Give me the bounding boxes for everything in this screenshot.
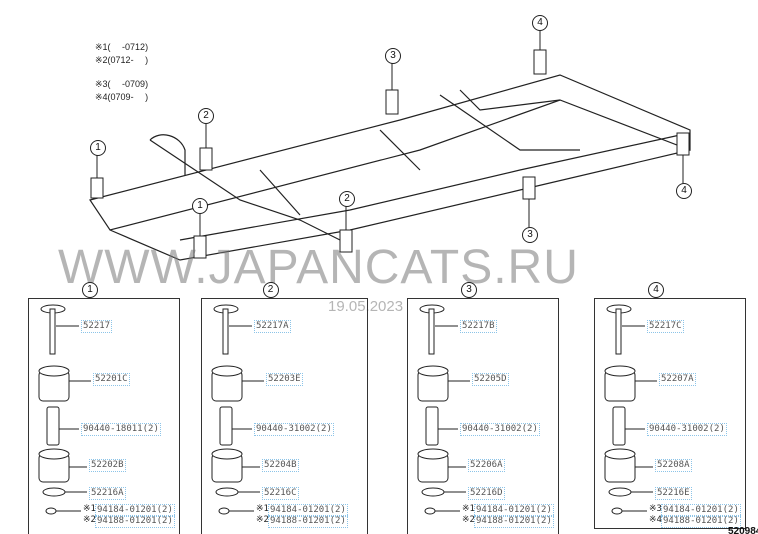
part-number-link[interactable]: 52216D: [468, 487, 505, 500]
figure-code: 520984C: [728, 526, 758, 534]
part-number-link[interactable]: 90440-18011(2): [81, 423, 161, 436]
callout-2: 2: [198, 108, 214, 124]
part-number-link[interactable]: 52217C: [647, 320, 684, 333]
mount-panel-1: 1 52217 52201C 90440-18011(2) 52202B 52216A ※…: [28, 282, 180, 534]
bolt-part-number-link[interactable]: 94188-01201(2): [268, 515, 348, 528]
note-1: ※1( -0712): [95, 42, 149, 52]
watermark: WWW.JAPANCATS.RU: [58, 241, 579, 294]
part-number-link[interactable]: 52201C: [93, 373, 130, 386]
note-4: ※4(0709- ): [95, 92, 149, 102]
variant-mark: ※2: [462, 515, 475, 525]
mount-panel-3: 3 52217B 52205D 90440-31002(2) 52206A 52216D…: [407, 282, 559, 534]
bolt-part-number-link[interactable]: 94188-01201(2): [474, 515, 554, 528]
mount-parts-drawing: [38, 304, 91, 515]
panel-number: 3: [461, 282, 477, 298]
bolt-part-number-link[interactable]: 94184-01201(2): [661, 504, 741, 517]
bolt-part-number-link[interactable]: 94188-01201(2): [95, 515, 175, 528]
part-number-link[interactable]: 52204B: [262, 459, 299, 472]
callout-4: 4: [532, 15, 548, 31]
variant-mark: ※2: [83, 515, 96, 525]
mount-parts-drawing: [211, 304, 264, 515]
callout-4b: 4: [676, 183, 692, 199]
part-number-link[interactable]: 52216A: [89, 487, 126, 500]
part-number-link[interactable]: 90440-31002(2): [647, 423, 727, 436]
callout-3: 3: [385, 48, 401, 64]
mount-panel-4: 4 52217C 52207A 90440-31002(2) 52208A 52216E…: [594, 282, 746, 529]
bolt-part-number-link[interactable]: 94188-01201(2): [661, 515, 741, 528]
panel-number: 4: [648, 282, 664, 298]
note-2: ※2(0712- ): [95, 55, 149, 65]
variant-mark: ※2: [256, 515, 269, 525]
part-number-link[interactable]: 52207A: [659, 373, 696, 386]
bolt-part-number-link[interactable]: 94184-01201(2): [268, 504, 348, 517]
part-number-link[interactable]: 90440-31002(2): [254, 423, 334, 436]
callout-1: 1: [90, 140, 106, 156]
callout-3b: 3: [522, 227, 538, 243]
variant-mark: ※1: [256, 504, 269, 514]
part-number-link[interactable]: 52217A: [254, 320, 291, 333]
watermark-date: 19.05.2023: [328, 298, 404, 315]
part-number-link[interactable]: 52206A: [468, 459, 505, 472]
part-number-link[interactable]: 52203E: [266, 373, 303, 386]
variant-mark: ※1: [83, 504, 96, 514]
note-3: ※3( -0709): [95, 79, 149, 89]
bolt-part-number-link[interactable]: 94184-01201(2): [474, 504, 554, 517]
callout-2b: 2: [339, 191, 355, 207]
mount-parts-drawing: [417, 304, 470, 515]
variant-mark: ※4: [649, 515, 662, 525]
part-number-link[interactable]: 52208A: [655, 459, 692, 472]
part-number-link[interactable]: 52216C: [262, 487, 299, 500]
mount-panel-2: 2 52217A 52203E 90440-31002(2) 52204B 52216C…: [201, 282, 368, 534]
part-number-link[interactable]: 52217: [81, 320, 113, 333]
part-number-link[interactable]: 52217B: [460, 320, 497, 333]
part-number-link[interactable]: 52205D: [472, 373, 509, 386]
panel-number: 1: [82, 282, 98, 298]
variant-mark: ※3: [649, 504, 662, 514]
part-number-link[interactable]: 52202B: [89, 459, 126, 472]
panel-number: 2: [262, 282, 279, 298]
variant-mark: ※1: [462, 504, 475, 514]
part-number-link[interactable]: 52216E: [655, 487, 692, 500]
bolt-part-number-link[interactable]: 94184-01201(2): [95, 504, 175, 517]
callout-1b: 1: [192, 198, 208, 214]
mount-parts-drawing: [604, 304, 657, 515]
part-number-link[interactable]: 90440-31002(2): [460, 423, 540, 436]
